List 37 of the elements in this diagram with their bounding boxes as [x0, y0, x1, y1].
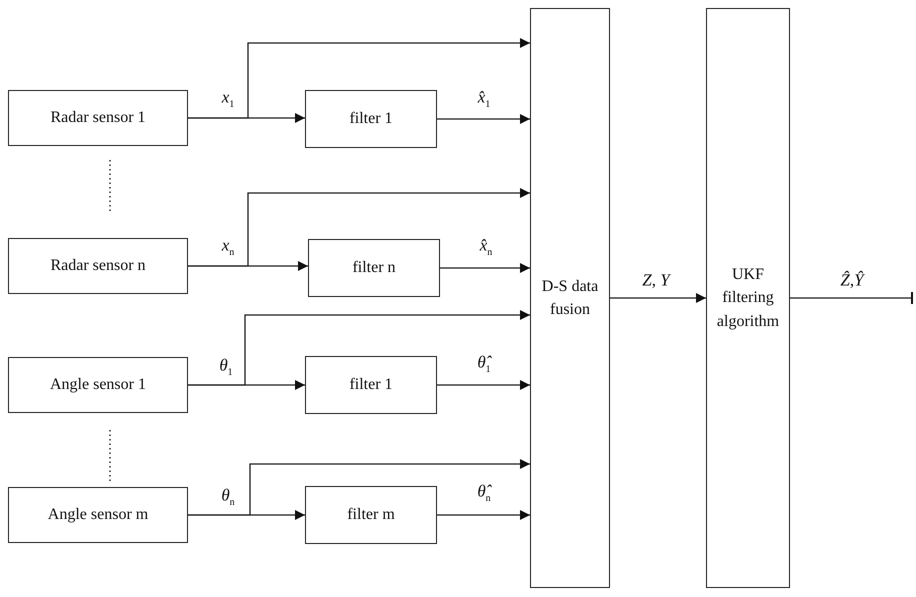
node-label: filter 1 [349, 375, 393, 396]
arrow [188, 459, 530, 516]
node-label: Angle sensor 1 [50, 375, 146, 396]
arrow [437, 380, 530, 390]
edge-label: θ̂$_{1}$ [475, 354, 493, 375]
sensor-box [8, 357, 188, 413]
edge-label: θ̂$_{n}$ [475, 482, 493, 504]
arrow [440, 263, 530, 273]
edge-label: Ẑ,Ŷ [838, 271, 866, 290]
edge-label: θ$_{1}$ [217, 356, 235, 378]
edge-label: x̂$_{1}$ [476, 88, 492, 110]
node-label: filter n [352, 258, 396, 278]
filter-box [305, 90, 437, 148]
node-label: Angle sensor m [48, 505, 148, 526]
arrow [437, 114, 530, 124]
arrow [188, 38, 530, 119]
sensor-box [8, 238, 188, 294]
filter-box [308, 239, 440, 297]
edge-label: θ$_{n}$ [219, 486, 237, 508]
sensor-box [8, 487, 188, 543]
arrow [188, 188, 530, 267]
edge-label: x̂$_{n}$ [478, 236, 494, 258]
arrow [437, 510, 530, 520]
fusion-box [530, 8, 610, 588]
node-label: UKF filtering algorithm [716, 265, 780, 332]
edge-label: Z, Y [640, 271, 672, 290]
filter-box [305, 356, 437, 414]
filter-box [305, 486, 437, 544]
node-label: Radar sensor 1 [50, 108, 146, 128]
arrow [188, 310, 530, 386]
node-label: filter m [347, 505, 395, 526]
arrow [610, 293, 706, 303]
node-label: D-S data fusion [540, 276, 600, 320]
node-label: filter 1 [349, 109, 393, 130]
node-label: Radar sensor n [50, 256, 146, 276]
algorithm-box [706, 8, 790, 588]
sensor-box [8, 90, 188, 146]
